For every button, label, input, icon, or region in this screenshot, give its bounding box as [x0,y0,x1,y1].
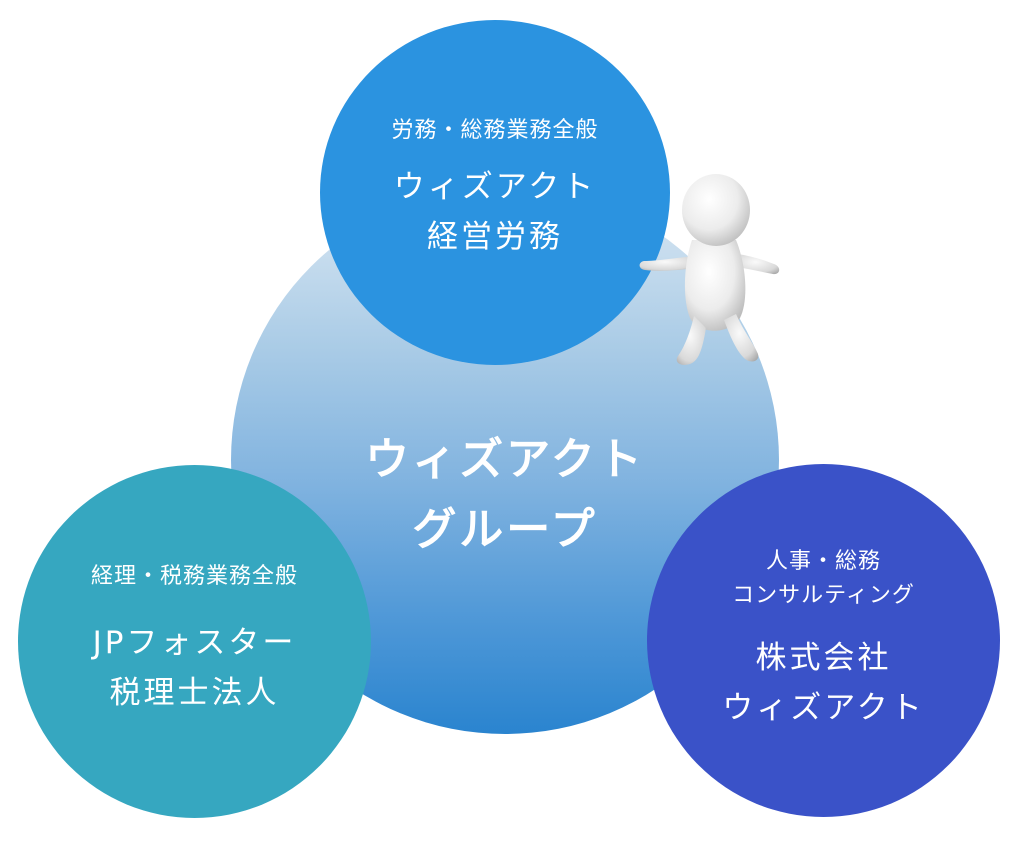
company-name-line1: JPフォスター [92,624,297,661]
service-label: 経理・税務業務全般 [90,563,298,589]
group-title-line2: グループ [412,504,598,555]
company-circle-jp-foster: 経理・税務業務全般 JPフォスター 税理士法人 [18,465,371,818]
company-name-line2: ウィズアクト [722,689,925,726]
service-label-line1: 人事・総務 [765,548,881,574]
company-circle-keiei-roumu: 労務・総務業務全般 ウィズアクト 経営労務 [320,20,670,365]
group-title-line1: ウィズアクト [365,434,645,485]
company-name-line1: ウィズアクト [393,168,597,205]
company-name: ウィズアクト 経営労務 [394,162,596,262]
company-name: 株式会社 ウィズアクト [722,633,924,733]
company-circle-with-act: 人事・総務 コンサルティング 株式会社 ウィズアクト [647,464,1000,817]
company-name-line1: 株式会社 [755,639,892,676]
group-title: ウィズアクト グループ [365,425,645,565]
service-label: 労務・総務業務全般 [391,117,599,143]
company-name-line2: 経営労務 [426,218,563,255]
white-3d-person-icon [639,174,780,365]
company-name: JPフォスター 税理士法人 [93,618,297,718]
company-name-line2: 税理士法人 [109,674,280,711]
service-label-line2: コンサルティング [732,582,915,608]
service-label: 人事・総務 コンサルティング [732,545,915,613]
